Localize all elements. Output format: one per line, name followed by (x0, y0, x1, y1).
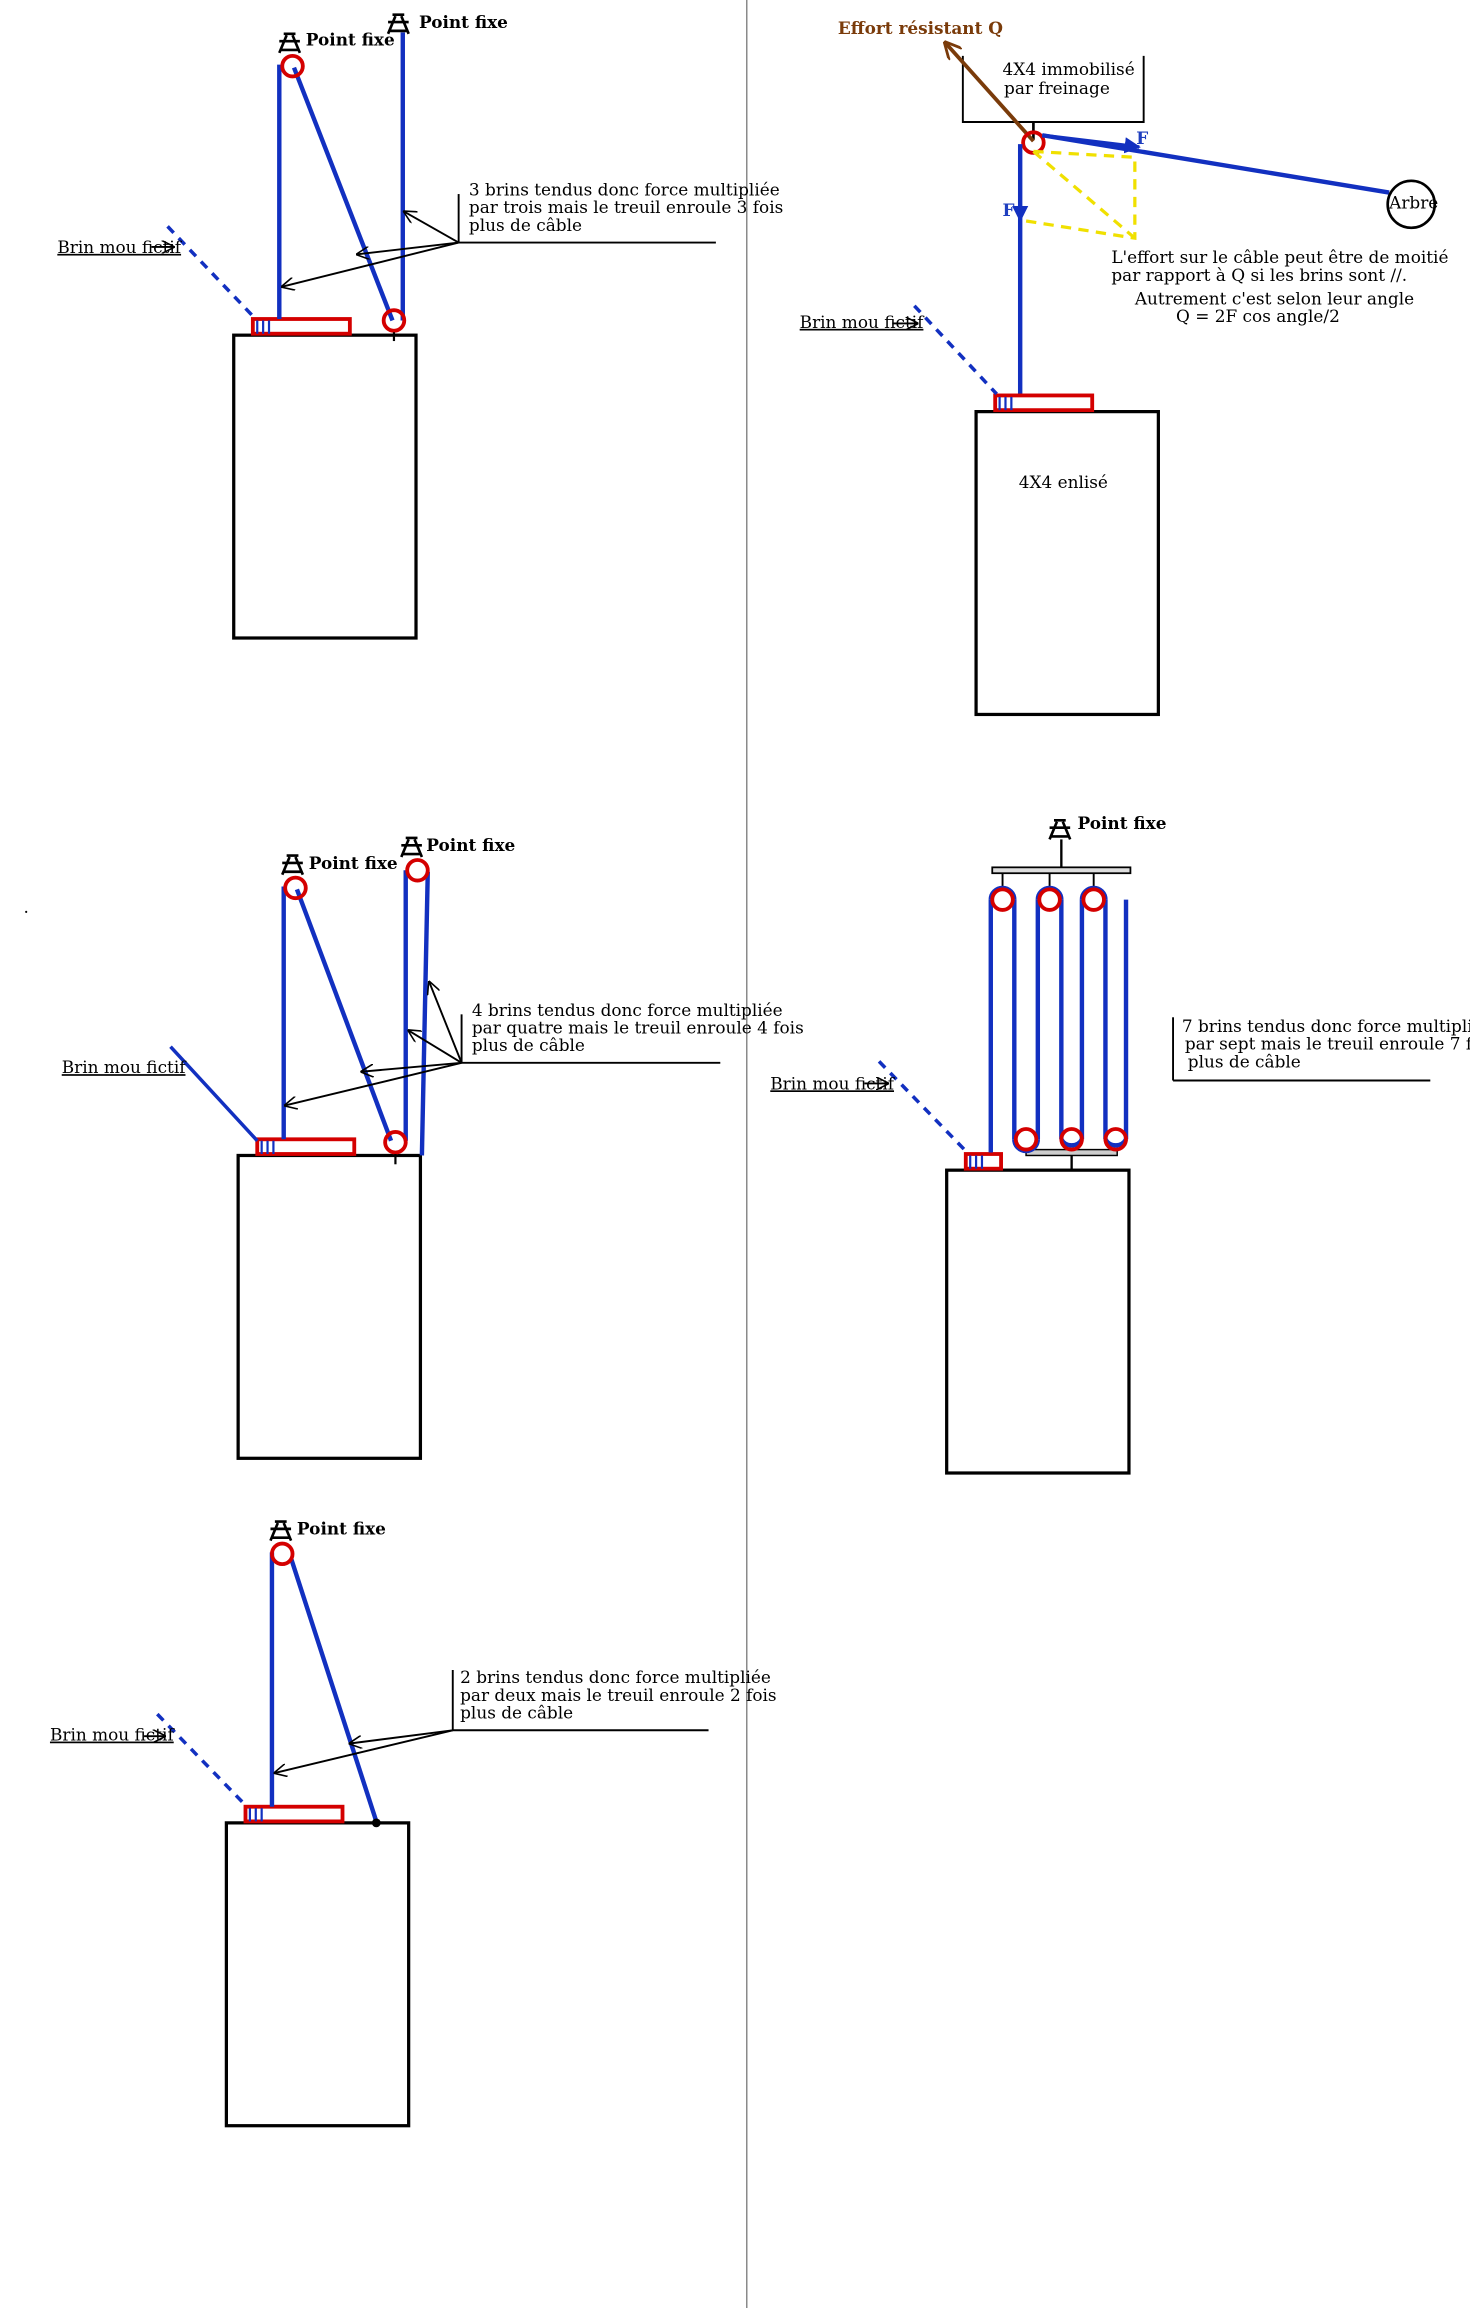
winch (993, 393, 1095, 413)
cable-anchor-point (371, 1818, 381, 1828)
immobilized-vehicle (961, 55, 1145, 123)
pulley-bottom (1059, 1127, 1084, 1152)
force-label: F (1003, 200, 1015, 220)
note-text: 3 brins tendus donc force multipliée (469, 180, 780, 200)
cable-strand (419, 871, 430, 1156)
upper-block-bar (991, 866, 1132, 875)
immobilized-label: 4X4 immobilisé (1003, 59, 1135, 79)
note-text: 2 brins tendus donc force multipliée (460, 1667, 771, 1687)
pulley-top (405, 858, 430, 883)
slack-strand (169, 1045, 259, 1142)
pulley-top (1081, 887, 1106, 912)
note-text: L'effort sur le câble peut être de moiti… (1111, 247, 1448, 267)
pulley-bottom (381, 308, 407, 333)
cable-strand (291, 66, 395, 322)
panel-4-strands: Point fixe Point fixe Brin mou fictif 4 … (62, 835, 804, 1460)
fixed-point-label: Point fixe (306, 30, 395, 50)
stray-dot: . (24, 897, 29, 917)
note-text: par rapport à Q si les brins sont //. (1111, 265, 1407, 285)
fixed-point-label: Point fixe (297, 1519, 386, 1539)
formula-text: Q = 2F cos angle/2 (1176, 306, 1340, 326)
winch (243, 1804, 345, 1824)
slack-strand (166, 225, 255, 318)
note-text: par quatre mais le treuil enroule 4 fois (472, 1017, 804, 1037)
note-text: par deux mais le treuil enroule 2 fois (460, 1685, 776, 1705)
force-label: F (1136, 128, 1148, 148)
pulley-bottom (383, 1130, 408, 1155)
note-text: par trois mais le treuil enroule 3 fois (469, 197, 783, 217)
tree (1386, 179, 1437, 230)
immobilized-label: par freinage (1004, 78, 1110, 98)
panel-7-strands: Point fixe Brin mou fictif 7 brins tendu… (770, 813, 1470, 1475)
note-text: plus de câble (469, 215, 582, 235)
force-arrow (1042, 133, 1141, 154)
panel-2-strands: Point fixe Brin mou fictif 2 brins tendu… (50, 1519, 777, 2128)
tree-label: Arbre (1388, 193, 1438, 213)
note-text: 4 brins tendus donc force multipliée (472, 1000, 783, 1020)
pulley-top (990, 887, 1015, 912)
resistant-force-label: Effort résistant Q (838, 18, 1003, 38)
winch (255, 1137, 357, 1156)
note-text: par sept mais le treuil enroule 7 fois (1185, 1034, 1470, 1054)
stuck-vehicle-label: 4X4 enlisé (1019, 472, 1108, 492)
anchor-icon (1048, 818, 1072, 841)
slack-strand (877, 1060, 969, 1154)
pulley-top (270, 1541, 295, 1567)
fixed-point-label: Point fixe (419, 12, 508, 32)
pulley-bottom (1103, 1127, 1128, 1152)
slack-strand-label: Brin mou fictif (62, 1057, 187, 1077)
pulley-top (280, 53, 305, 79)
anchor-icon (399, 836, 424, 859)
slack-strand-label: Brin mou fictif (800, 312, 925, 332)
fixed-point-label: Point fixe (309, 853, 398, 873)
note-text: 7 brins tendus donc force multipliée (1182, 1016, 1470, 1036)
winch (250, 317, 352, 336)
anchor-icon (277, 32, 302, 55)
pulley-bottom (1013, 1127, 1039, 1152)
anchor-icon (269, 1520, 293, 1542)
vehicle-body (236, 1153, 423, 1460)
note-text: Autrement c'est selon leur angle (1134, 288, 1414, 308)
vehicle-body (224, 1821, 411, 2128)
anchor-icon (280, 854, 305, 877)
force-parallelogram (1022, 149, 1137, 241)
note-text: plus de câble (460, 1703, 573, 1723)
winch (963, 1152, 1003, 1171)
panel-3-strands: Point fixe Point fixe Brin mou fictif 3 … (57, 12, 783, 640)
note-text: plus de câble (1188, 1051, 1301, 1071)
slack-strand (913, 304, 998, 396)
slack-strand (156, 1712, 247, 1807)
slack-strand-label: Brin mou fictif (770, 1073, 895, 1093)
note-text: plus de câble (472, 1035, 585, 1055)
pulley-top (1037, 887, 1062, 912)
fixed-point-label: Point fixe (1078, 813, 1167, 833)
fixed-point-label: Point fixe (426, 835, 515, 855)
vehicle-body (232, 333, 418, 640)
panel-force-decomposition: 4X4 immobilisé par freinage Effort résis… (800, 18, 1448, 717)
slack-strand-label: Brin mou fictif (50, 1725, 175, 1745)
pulley-top (283, 875, 308, 901)
cable-strand (294, 888, 394, 1142)
vehicle-body (945, 1168, 1131, 1475)
cable-to-tree (1041, 133, 1390, 195)
stuck-vehicle-body (974, 410, 1160, 717)
resistant-force-arrow (945, 43, 1035, 143)
cable-strand (288, 1557, 379, 1823)
slack-strand-label: Brin mou fictif (57, 237, 182, 257)
